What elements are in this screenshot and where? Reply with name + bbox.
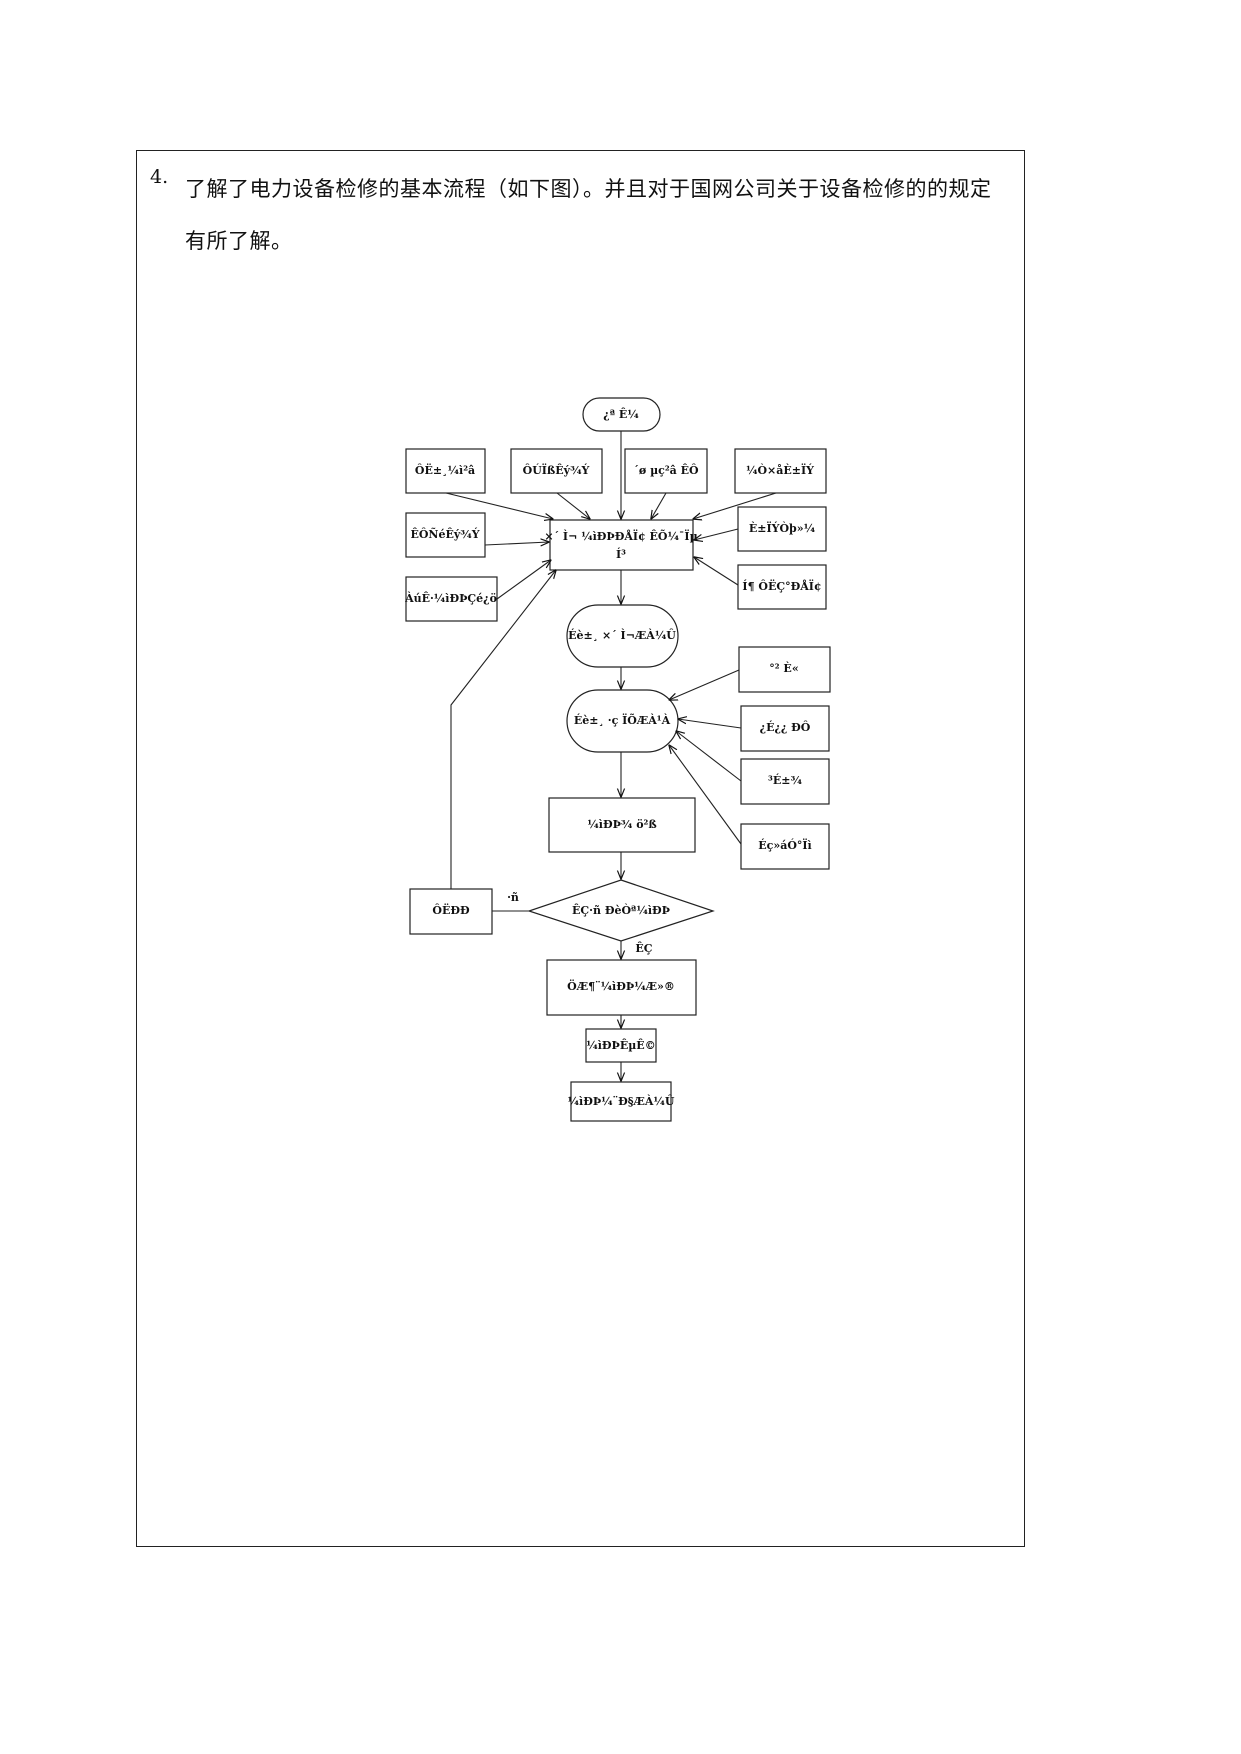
plan-label: ÖÆ¶¨¼ìÐÞ¼Æ»® bbox=[567, 979, 675, 993]
paragraph-line-2: 有所了解。 bbox=[185, 229, 293, 253]
evaluate-terminal bbox=[566, 604, 679, 668]
arrow-input-top-3 bbox=[651, 492, 667, 519]
input-left-label-2: ÀúÊ·¼ìÐÞÇé¿ö bbox=[404, 591, 497, 605]
item-number: 4. bbox=[150, 166, 169, 188]
evaluate-label: Éè±¸ ×´ Ì¬ÆÀ¼Û bbox=[568, 628, 676, 642]
yes-label: ÊÇ bbox=[635, 941, 652, 955]
collect-label-line-1: ×´ Ì¬ ¼ìÐÞÐÅÏ¢ ÊÕ¼¯Ïµ bbox=[544, 529, 697, 543]
arrow-risk-factor-2 bbox=[678, 719, 742, 729]
arrow-input-top-2 bbox=[556, 492, 590, 519]
arrow-risk-factor-3 bbox=[676, 731, 742, 782]
risk-factor-box-1 bbox=[738, 646, 831, 693]
arrow-input-left-1 bbox=[484, 542, 549, 545]
start-label: ¿ª Ê¼ bbox=[603, 407, 639, 421]
arrow-input-top-4 bbox=[693, 492, 777, 519]
arrow-input-right-1 bbox=[694, 528, 739, 540]
assess-label: ¼ìÐÞ¼¨Ð§ÆÀ¼Û bbox=[568, 1094, 675, 1108]
input-box-top-2 bbox=[510, 448, 603, 494]
input-top-label-3: ´ø µç²â ÊÔ bbox=[633, 463, 699, 477]
arrow-risk-factor-4 bbox=[669, 745, 742, 845]
input-right-label-2: Í¶ ÔËÇ°ÐÅÏ¢ bbox=[742, 579, 821, 593]
risk-factor-box-2 bbox=[740, 705, 830, 752]
input-top-label-2: ÔÚÏßÊý¾Ý bbox=[523, 463, 590, 477]
arrow-input-right-2 bbox=[694, 557, 739, 586]
decision-box bbox=[548, 797, 696, 853]
input-box-top-4 bbox=[734, 448, 827, 494]
risk-factor-label-3: ³É±¾ bbox=[768, 773, 802, 787]
input-box-top-1 bbox=[405, 448, 486, 494]
arrow-run-to-collect bbox=[450, 570, 556, 889]
arrow-input-left-2 bbox=[496, 560, 551, 600]
run-label: ÔËÐÐ bbox=[432, 903, 470, 917]
collect-system-box bbox=[549, 519, 694, 571]
arrow-input-top-1 bbox=[445, 492, 553, 519]
item-paragraph: 了解了电力设备检修的基本流程（如下图）。并且对于国网公司关于设备检修的的规定 有… bbox=[185, 163, 1015, 267]
input-left-label-1: ÊÔÑéÊý¾Ý bbox=[410, 527, 479, 541]
paragraph-line-1: 了解了电力设备检修的基本流程（如下图）。并且对于国网公司关于设备检修的的规定 bbox=[185, 177, 992, 201]
collect-label-line-2: Í³ bbox=[616, 547, 626, 561]
risk-factor-label-2: ¿É¿¿ ÐÔ bbox=[760, 720, 811, 734]
input-box-right-2 bbox=[737, 564, 827, 610]
decision-label: ¼ìÐÞ¾ ö²ß bbox=[587, 818, 656, 831]
risk-factor-label-4: Éç»áÓ°Ïì bbox=[758, 838, 812, 852]
risk-label: Éè±¸ ·ç ÏÕÆÀ¹À bbox=[574, 713, 671, 727]
implement-label: ¼ìÐÞÊµÊ© bbox=[586, 1038, 655, 1052]
document-table-frame bbox=[136, 150, 1025, 1547]
condition-label: ÊÇ·ñ ÐèÒª¼ìÐÞ bbox=[572, 903, 670, 917]
input-right-label-1: È±ÏÝÒþ»¼ bbox=[749, 521, 816, 535]
assess-box bbox=[570, 1081, 672, 1122]
risk-factor-label-1: °² È« bbox=[769, 661, 798, 675]
arrow-risk-factor-1 bbox=[669, 669, 740, 700]
risk-factor-box-4 bbox=[740, 823, 830, 870]
input-top-label-1: ÔË±¸¼ì²â bbox=[415, 463, 475, 477]
input-box-left-1 bbox=[405, 512, 486, 558]
input-top-label-4: ¼Ò×åÈ±ÏÝ bbox=[746, 463, 814, 477]
no-label: ·ñ bbox=[507, 891, 519, 904]
risk-factor-box-3 bbox=[740, 758, 830, 805]
